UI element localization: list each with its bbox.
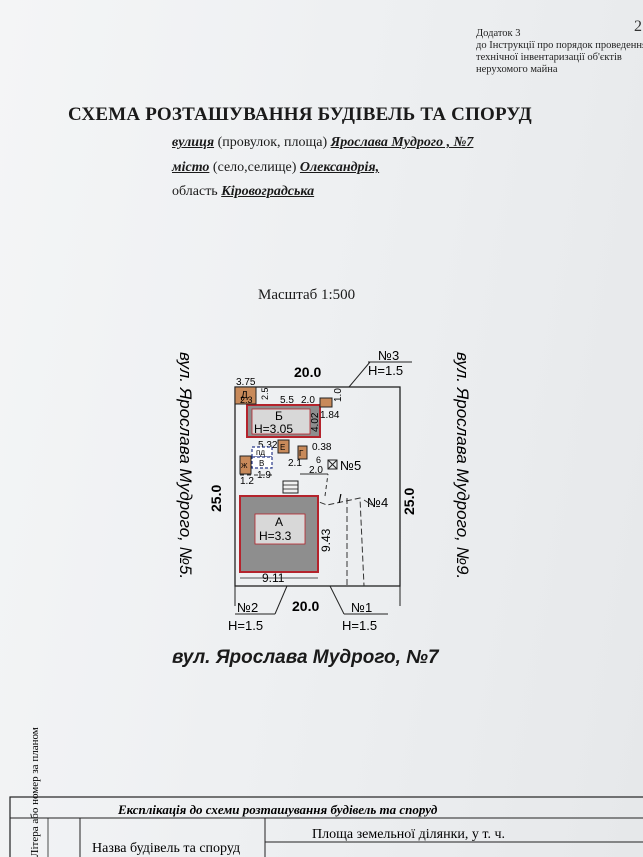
dim-21: 2.1 [288, 458, 302, 469]
dim-402: 4.02 [310, 412, 321, 432]
leader-line [363, 499, 373, 506]
table-col-letter: Літера або номер за планом [29, 727, 41, 857]
dim-12: 1.2 [240, 476, 254, 487]
document-title: СХЕМА РОЗТАШУВАННЯ БУДІВЕЛЬ ТА СПОРУД [68, 104, 532, 125]
building-b-height: H=3.05 [254, 422, 293, 436]
city-key: місто [172, 160, 210, 175]
side-street-right: вул. Ярослава Мудрого, №9. [453, 352, 472, 579]
dim-20a: 2.0 [301, 395, 315, 406]
fence-2-height: H=1.5 [228, 618, 263, 633]
well-cross [327, 459, 338, 470]
leader-line [274, 585, 288, 615]
shed-e [277, 439, 290, 454]
fence-1-label: №1 [351, 600, 372, 615]
street-key: вулиця [172, 135, 215, 150]
table-frame [9, 796, 643, 857]
annex-note: Додаток 3 до Інструкції про порядок пров… [476, 28, 643, 76]
building-a-height: H=3.3 [259, 529, 292, 543]
annex-line: нерухомого майна [476, 64, 558, 75]
dim-19: 1.9 [257, 470, 271, 481]
side-street-left: вул. Ярослава Мудрого, №5. [176, 352, 195, 579]
dim-10: 1.0 [333, 388, 344, 402]
street-value: Ярослава Мудрого , №7 [330, 135, 474, 150]
fence-3-label: №3 [378, 348, 399, 363]
dim-532: 5.32 [258, 440, 278, 451]
dim-left-depth: 25.0 [208, 485, 224, 512]
leader-line [329, 585, 345, 615]
dim-184: 1.84 [320, 410, 340, 421]
shed-d-label: Д [241, 390, 248, 401]
dim-20b: 2.0 [309, 465, 323, 476]
scale-label: Масштаб 1:500 [258, 287, 356, 303]
page-number: 2 [634, 18, 642, 35]
address-city: місто (село,селище) Олександрія, [172, 160, 379, 176]
dim-375: 3.75 [236, 377, 256, 388]
dim-bottom-width: 20.0 [292, 598, 319, 614]
dim-06: 6 [316, 455, 321, 465]
shed-zh [239, 455, 252, 475]
shed-top-right [319, 397, 333, 408]
dim-23: 2.3 [240, 395, 253, 405]
street-hint: (провулок, площа) [214, 135, 331, 150]
fence-1-height: H=1.5 [342, 618, 377, 633]
fence-2-label: №2 [237, 600, 258, 615]
dim-a-depth: 9.43 [319, 528, 333, 552]
mark-e: Е [280, 443, 285, 452]
mark-5: №5 [340, 458, 361, 473]
building-a-label-box [254, 513, 306, 545]
annex-line: технічної інвентаризації об'єктів [476, 52, 622, 63]
porch-pd-label: пд [256, 448, 265, 457]
mark-zh: Ж [241, 463, 248, 470]
table-col-area: Площа земельної ділянки, у т. ч. [312, 827, 505, 842]
shed-d [234, 386, 257, 405]
table-caption: Експлікація до схеми розташування будіве… [117, 802, 438, 817]
fence-3-height: H=1.5 [368, 363, 403, 378]
city-hint: (село,селище) [209, 160, 300, 175]
front-street-label: вул. Ярослава Мудрого, №7 [172, 647, 439, 668]
plot-boundary [234, 386, 401, 587]
shed-g [297, 445, 308, 460]
building-b-label: Б [275, 409, 283, 423]
building-v-label: В [259, 459, 264, 468]
region-value: Кіровоградська [221, 184, 315, 199]
annex-line: Додаток 3 [476, 28, 521, 39]
dim-25: 2.5 [260, 387, 270, 400]
table-col-name: Назва будівель та споруд [92, 841, 240, 856]
well-symbol [327, 459, 338, 470]
building-v [251, 456, 273, 469]
annex-line: до Інструкції про порядок проведення [476, 40, 643, 51]
building-b-label-box [251, 408, 311, 435]
building-a-label: А [275, 515, 283, 529]
city-value: Олександрія, [299, 160, 380, 175]
dim-right-depth: 25.0 [401, 488, 417, 515]
mark-i: І [338, 491, 342, 506]
dim-top-width: 20.0 [294, 364, 321, 380]
mark-4: №4 [367, 495, 388, 510]
region-key: область [172, 184, 222, 199]
dashed-line [324, 473, 329, 497]
dim-038: 0.38 [312, 442, 332, 453]
dim-55: 5.5 [280, 395, 294, 406]
mark-g: Г [299, 449, 304, 458]
leader-line [348, 361, 371, 388]
address-region: область Кіровоградська [172, 184, 314, 200]
porch-a [282, 480, 299, 494]
address-street: вулиця (провулок, площа) Ярослава Мудрог… [172, 135, 473, 151]
